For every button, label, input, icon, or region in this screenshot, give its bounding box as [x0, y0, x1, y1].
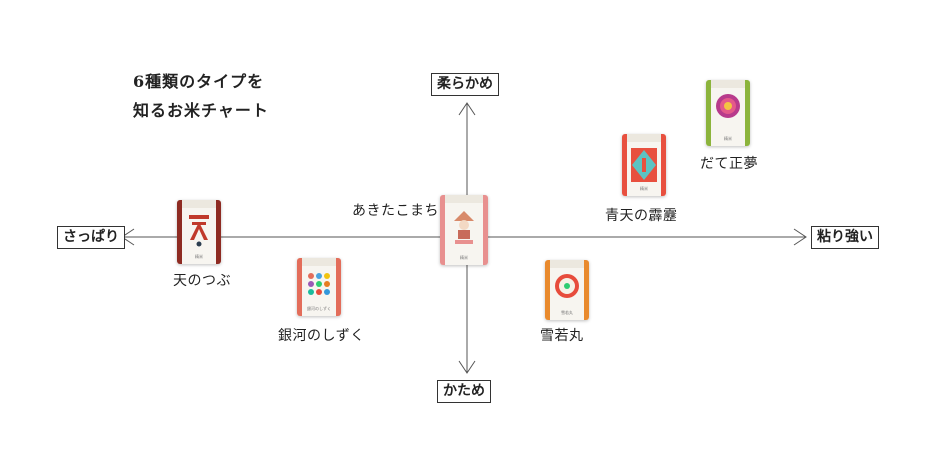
rice-bag-seiten-no-hekireki: 精米 — [622, 134, 666, 196]
flower-emblem-icon — [716, 94, 740, 118]
axis-label-left: さっぱり — [57, 226, 125, 249]
rice-bag-ten-no-tsubu: 精米 — [177, 200, 221, 264]
bottom-arrowhead — [458, 360, 476, 374]
ten-kanji-emblem-icon — [189, 215, 209, 247]
product-label-akitakomachi: あきたこまち — [352, 203, 439, 219]
rice-bag-akitakomachi: 精米 — [440, 195, 488, 265]
title-line-2: 知るお米チャート — [133, 101, 269, 120]
colored-dots-emblem-icon — [308, 273, 330, 295]
axis-label-top: 柔らかめ — [431, 73, 499, 96]
product-label-seiten-no-hekireki: 青天の霹靂 — [605, 208, 678, 224]
right-arrowhead — [793, 228, 807, 246]
diamond-emblem-icon — [631, 148, 657, 182]
title-line-1: 6種類のタイプを — [133, 72, 265, 91]
chart-title: 6種類のタイプを 知るお米チャート — [133, 67, 269, 125]
rice-bag-yukiwakamaru: 雪若丸 — [545, 260, 589, 320]
product-label-ten-no-tsubu: 天のつぶ — [173, 273, 231, 289]
product-label-ginga-no-shizuku: 銀河のしずく — [278, 328, 365, 344]
product-label-yukiwakamaru: 雪若丸 — [540, 328, 584, 344]
axis-label-right: 粘り強い — [811, 226, 879, 249]
rice-bag-ginga-no-shizuku: 銀河のしずく — [297, 258, 341, 316]
rice-ball-emblem-icon — [555, 274, 579, 298]
rice-bag-date-seimu: 精米 — [706, 80, 750, 146]
axis-label-bottom: かため — [437, 380, 491, 403]
product-label-date-seimu: だて正夢 — [700, 156, 758, 172]
girl-illustration-icon — [454, 211, 474, 244]
top-arrowhead — [458, 102, 476, 116]
